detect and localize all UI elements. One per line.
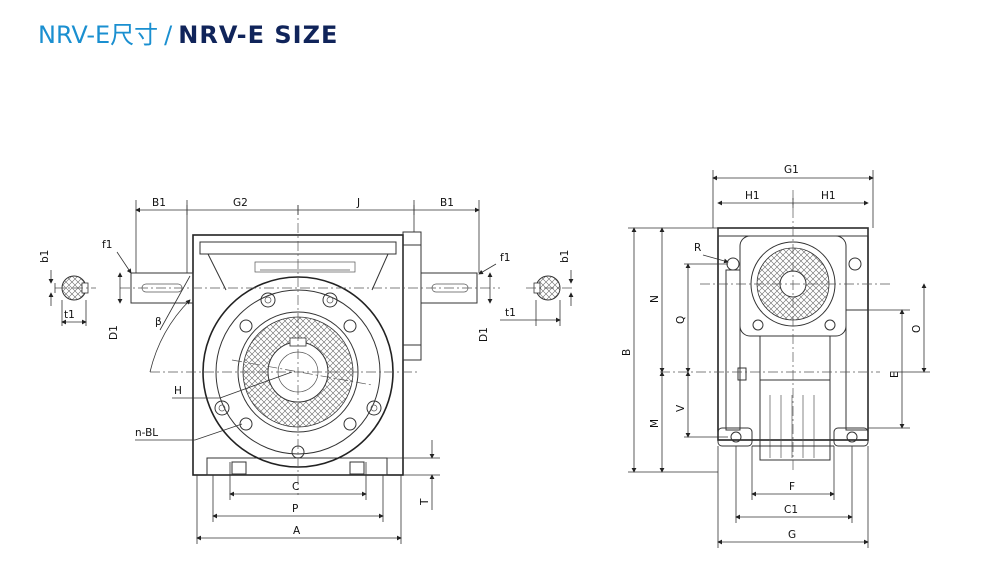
dim-G: G: [788, 529, 796, 541]
dim-t1-left: t1: [64, 309, 75, 321]
side-view: G1 H1 H1 R B N M Q V: [621, 164, 930, 548]
left-shaft-section: b1 t1 D1 f1: [39, 239, 132, 340]
title-chinese: NRV-E尺寸: [38, 21, 159, 49]
dim-V: V: [675, 404, 687, 412]
dim-b1-right: b1: [559, 250, 571, 263]
dim-t1-right: t1: [505, 307, 516, 319]
dim-D1-right: D1: [478, 327, 490, 342]
front-bottom-dimensions: C P A T: [196, 440, 440, 544]
side-right-dimensions: E O: [868, 283, 930, 429]
dim-R: R: [694, 242, 701, 254]
dim-E: E: [889, 371, 901, 378]
dim-D1-left: D1: [108, 325, 120, 340]
dim-B1-right: B1: [440, 197, 454, 209]
dim-beta: β: [155, 316, 162, 328]
dim-C1: C1: [784, 504, 798, 516]
side-bottom-dimensions: F C1 G: [717, 446, 869, 548]
dim-Q: Q: [675, 316, 687, 324]
page-title: NRV-E尺寸/NRV-E SIZE: [38, 18, 338, 52]
dim-B: B: [621, 349, 633, 356]
dim-T: T: [419, 498, 431, 506]
dim-B1-left: B1: [152, 197, 166, 209]
dim-H1-left: H1: [745, 190, 760, 202]
front-view: B1 G2 J B1 b1 t1 D1 f1 β: [39, 197, 575, 544]
dim-n-BL: n-BL: [135, 427, 158, 439]
dim-F: F: [789, 481, 795, 493]
dim-M: M: [649, 419, 661, 428]
side-left-dimensions: B N M Q V: [621, 227, 728, 473]
title-separator: /: [164, 21, 173, 49]
dim-P: P: [292, 503, 298, 515]
dim-J: J: [356, 197, 360, 209]
title-english: NRV-E SIZE: [178, 21, 339, 49]
dim-H1-right: H1: [821, 190, 836, 202]
dim-f1-left: f1: [102, 239, 112, 251]
dim-G2: G2: [233, 197, 248, 209]
dim-N: N: [649, 295, 661, 303]
dim-H: H: [174, 385, 182, 397]
dim-f1-right: f1: [500, 252, 510, 264]
side-top-dimensions: G1 H1 H1: [712, 164, 874, 228]
dim-G1: G1: [784, 164, 799, 176]
dim-O: O: [911, 325, 923, 333]
front-top-dimensions: B1 G2 J B1: [135, 197, 480, 273]
right-shaft-section: b1 t1 D1 f1: [478, 250, 575, 342]
dim-A: A: [293, 525, 301, 537]
dim-C: C: [292, 481, 299, 493]
dim-b1-left: b1: [39, 250, 51, 263]
